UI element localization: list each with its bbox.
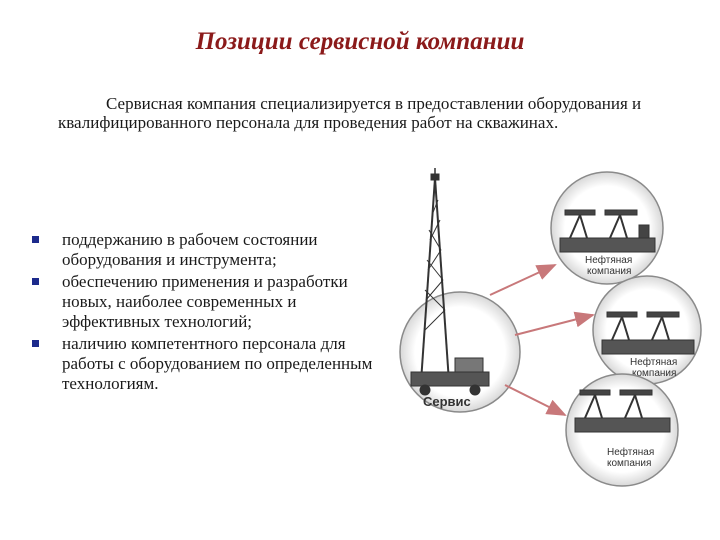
bullet-text: обеспечению применения и разработки новы…: [62, 272, 348, 331]
square-bullet-icon: [32, 278, 39, 285]
bullet-item: обеспечению применения и разработки новы…: [32, 272, 377, 332]
arrow-to-company-3: [504, 384, 567, 416]
bullet-text: наличию компетентного персонала для рабо…: [62, 334, 373, 393]
company-label-line1: Нефтяная: [585, 254, 632, 266]
intro-paragraph: Сервисная компания специализируется в пр…: [58, 94, 642, 132]
pump-jacks-icon: [559, 209, 656, 253]
oil-company-circle: Нефтяная компания: [550, 171, 664, 285]
bullet-list: поддержанию в рабочем состоянии оборудов…: [32, 230, 377, 396]
service-diagram: Сервис Нефтяная компания: [399, 168, 702, 487]
arrow-to-company-1: [489, 264, 557, 296]
pump-jacks-icon: [574, 389, 671, 433]
company-label-line2: компания: [632, 368, 676, 379]
service-label: Сервис: [423, 394, 471, 409]
page-title: Позиции сервисной компании: [195, 28, 525, 55]
company-label-line1: Нефтяная: [607, 446, 654, 458]
arrow-to-company-2: [514, 311, 595, 336]
oil-company-circle: Нефтяная компания: [565, 373, 679, 487]
square-bullet-icon: [32, 236, 39, 243]
company-label-line2: компания: [607, 458, 651, 469]
oil-company-circle: Нефтяная компания: [592, 275, 702, 385]
bullet-text: поддержанию в рабочем состоянии оборудов…: [62, 230, 318, 269]
bullet-item: поддержанию в рабочем состоянии оборудов…: [32, 230, 377, 270]
company-label-line1: Нефтяная: [630, 356, 677, 368]
pump-jacks-icon: [601, 311, 695, 355]
company-label-line2: компания: [587, 266, 631, 277]
bullet-item: наличию компетентного персонала для рабо…: [32, 334, 377, 394]
square-bullet-icon: [32, 340, 39, 347]
drilling-rig-icon: [410, 168, 490, 396]
